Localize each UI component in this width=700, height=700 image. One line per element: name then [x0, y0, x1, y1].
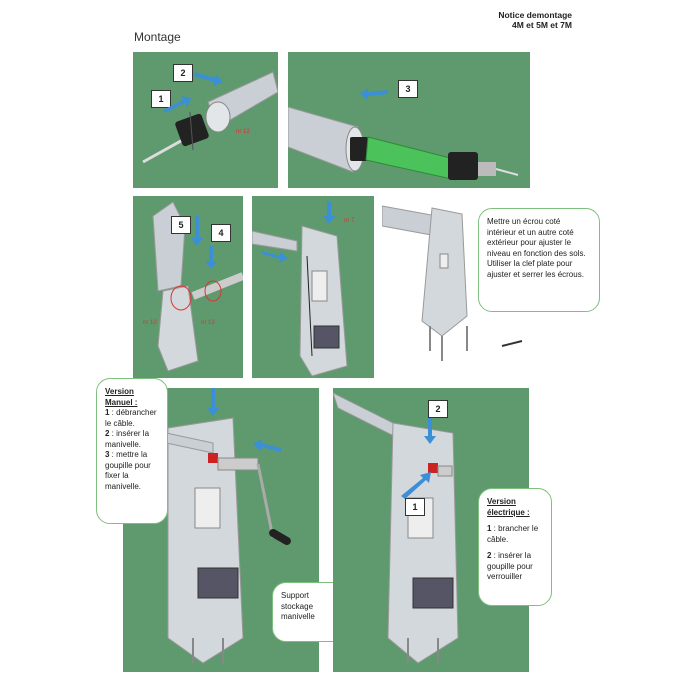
step-badge-electric-1: 1 [405, 498, 425, 516]
callout-electric-title: Version électrique : [487, 497, 530, 517]
callout-electric-version: Version électrique : 1 : brancher le câb… [478, 488, 552, 606]
tube-motor-illustration [142, 71, 278, 164]
bracket-feet-illustration [382, 205, 523, 361]
step-badge-1: 1 [151, 90, 171, 108]
part-label-nr13: nr 13 [201, 320, 215, 326]
panel-step-4-5: 5 4 nr 10 nr 13 [133, 196, 243, 378]
part-label-nr7: nr 7 [344, 218, 355, 224]
callout-manual-step2: 2 : insérer la manivelle. [105, 429, 150, 449]
document-title-line1: Notice demontage [498, 10, 572, 20]
step-badge-2: 2 [173, 64, 193, 82]
step-badge-electric-2: 2 [428, 400, 448, 418]
part-label-nr10: nr 10 [143, 320, 157, 326]
callout-electric-step2: 2 : insérer la goupille pour verrouiller [487, 551, 533, 581]
panel-step-1-2: 1 2 nr 12 [133, 52, 278, 188]
electric-bracket-illustration [333, 392, 459, 664]
callout-manual-title: Version Manuel : [105, 387, 138, 407]
panel-step-3: 3 [288, 52, 530, 188]
step-badge-5: 5 [171, 216, 191, 234]
manual-crank-illustration [142, 388, 291, 664]
step-badge-3: 3 [398, 80, 418, 98]
callout-manual-version: Version Manuel : 1 : débrancher le câble… [96, 378, 168, 524]
callout-electric-step1: 1 : brancher le câble. [487, 524, 539, 544]
bracket-motorbox-illustration [252, 201, 348, 377]
panel-bracket-nr7: nr 7 [252, 196, 374, 378]
callout-nut-adjustment: Mettre un écrou coté intérieur et un aut… [478, 208, 600, 312]
section-title: Montage [134, 30, 181, 44]
step-badge-4: 4 [211, 224, 231, 242]
tube-green-motor-illustration [288, 88, 519, 181]
arrow-icon [163, 72, 223, 113]
callout-manual-step1: 1 : débrancher le câble. [105, 408, 157, 428]
callout-crank-storage-text: Support stockage manivelle [281, 591, 315, 621]
callout-nut-adjustment-text: Mettre un écrou coté intérieur et un aut… [487, 217, 586, 279]
document-title-line2: 4M et 5M et 7M [512, 20, 572, 30]
part-label-nr12: nr 12 [236, 129, 250, 135]
document-title: Notice demontage 4M et 5M et 7M [498, 10, 572, 30]
cover-bracket-illustration [152, 201, 243, 372]
callout-manual-step3: 3 : mettre la goupille pour fixer la man… [105, 450, 151, 491]
